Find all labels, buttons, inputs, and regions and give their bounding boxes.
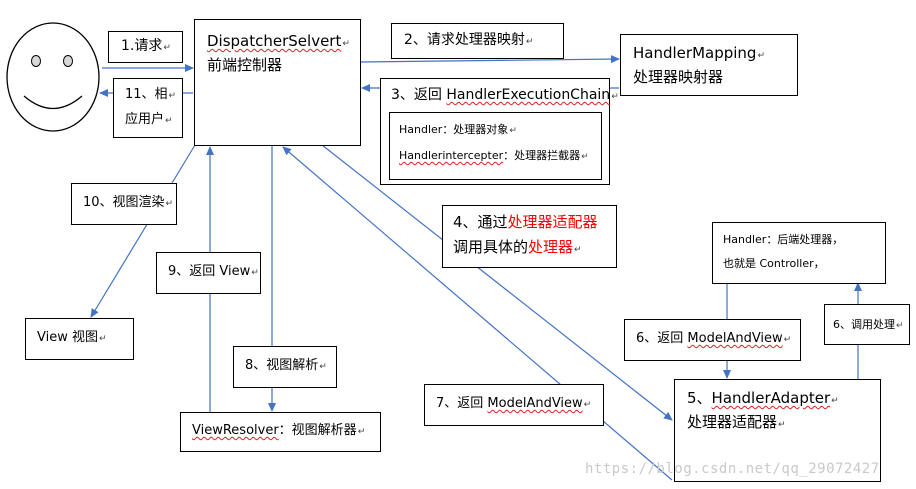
step-11-text-1: 11、相↵ (125, 87, 177, 102)
step-6a-label: 6、调用处理↵ (824, 304, 910, 345)
step-1-label: 1.请求↵ (108, 31, 183, 63)
step-8-label: 8、视图解析↵ (233, 346, 337, 388)
step-1-text: 1.请求↵ (121, 38, 171, 54)
handler-adapter-box: 5、HandlerAdapter↵ 处理器适配器↵ (674, 379, 881, 482)
smiley-face-icon (6, 22, 100, 132)
step-6b-label: 6、返回 ModelAndView↵ (624, 319, 801, 361)
watermark-text: https://blog.csdn.net/qq_29072427 (585, 461, 880, 477)
dispatcher-servlet-box: DispatcherSelvert↵ 前端控制器 (194, 19, 361, 146)
step-2-text: 2、请求处理器映射↵ (404, 32, 534, 48)
view-box: View 视图↵ (25, 318, 134, 360)
handler-line1: Handler：后端处理器， (723, 233, 844, 246)
arrow-to-adapter (321, 144, 673, 421)
step-4-text-1: 4、通过处理器适配器 (453, 213, 598, 231)
dispatcher-role: 前端控制器 (207, 56, 283, 74)
step-11-text-2: 应用户↵ (125, 112, 173, 127)
step-4-text-2: 调用具体的处理器↵ (453, 238, 582, 256)
step-6a-text: 6、调用处理↵ (833, 318, 904, 331)
handler-mapping-role: 处理器映射器 (633, 68, 724, 86)
handler-box: Handler：后端处理器， 也就是 Controller， (712, 222, 886, 284)
step-10-text: 10、视图渲染↵ (83, 195, 174, 210)
step-9-text: 9、返回 View↵ (168, 264, 259, 279)
view-resolver-label: ViewResolver：视图解析器↵ (192, 423, 366, 438)
view-resolver-box: ViewResolver：视图解析器↵ (180, 412, 381, 452)
step-9-label: 9、返回 View↵ (156, 252, 261, 294)
handler-line2: 也就是 Controller， (723, 257, 825, 270)
arrow-query-mapping (360, 55, 620, 64)
adapter-role: 处理器适配器↵ (687, 413, 786, 431)
execution-chain-detail-box: Handler：处理器对象↵ Handlerintercepter：处理器拦截器… (389, 112, 602, 180)
step-10-label: 10、视图渲染↵ (71, 183, 177, 225)
dispatcher-name: DispatcherSelvert↵ (207, 32, 350, 50)
step-2-label: 2、请求处理器映射↵ (391, 23, 564, 59)
step-6b-text: 6、返回 ModelAndView↵ (636, 331, 792, 346)
arrow-render-view (90, 144, 196, 318)
interceptor-text: Handlerintercepter：处理器拦截器↵ (399, 149, 589, 162)
execution-chain-label: 3、返回 HandlerExecutionChain↵ (391, 87, 619, 103)
adapter-name: 5、HandlerAdapter↵ (687, 389, 839, 407)
handler-mapping-box: HandlerMapping↵ 处理器映射器 (620, 34, 798, 96)
step-8-text: 8、视图解析↵ (245, 358, 327, 373)
step-7-label: 7、返回 ModelAndView↵ (424, 384, 604, 426)
step-7-text: 7、返回 ModelAndView↵ (436, 396, 592, 411)
execution-chain-box: 3、返回 HandlerExecutionChain↵ Handler：处理器对… (380, 78, 619, 185)
handler-mapping-name: HandlerMapping↵ (633, 44, 765, 62)
arrow-from-adapter (282, 146, 673, 481)
handler-object-text: Handler：处理器对象↵ (399, 123, 517, 136)
step-4-label: 4、通过处理器适配器 调用具体的处理器↵ (442, 205, 617, 268)
step-11-label: 11、相↵ 应用户↵ (113, 78, 183, 138)
view-label: View 视图↵ (37, 330, 107, 345)
